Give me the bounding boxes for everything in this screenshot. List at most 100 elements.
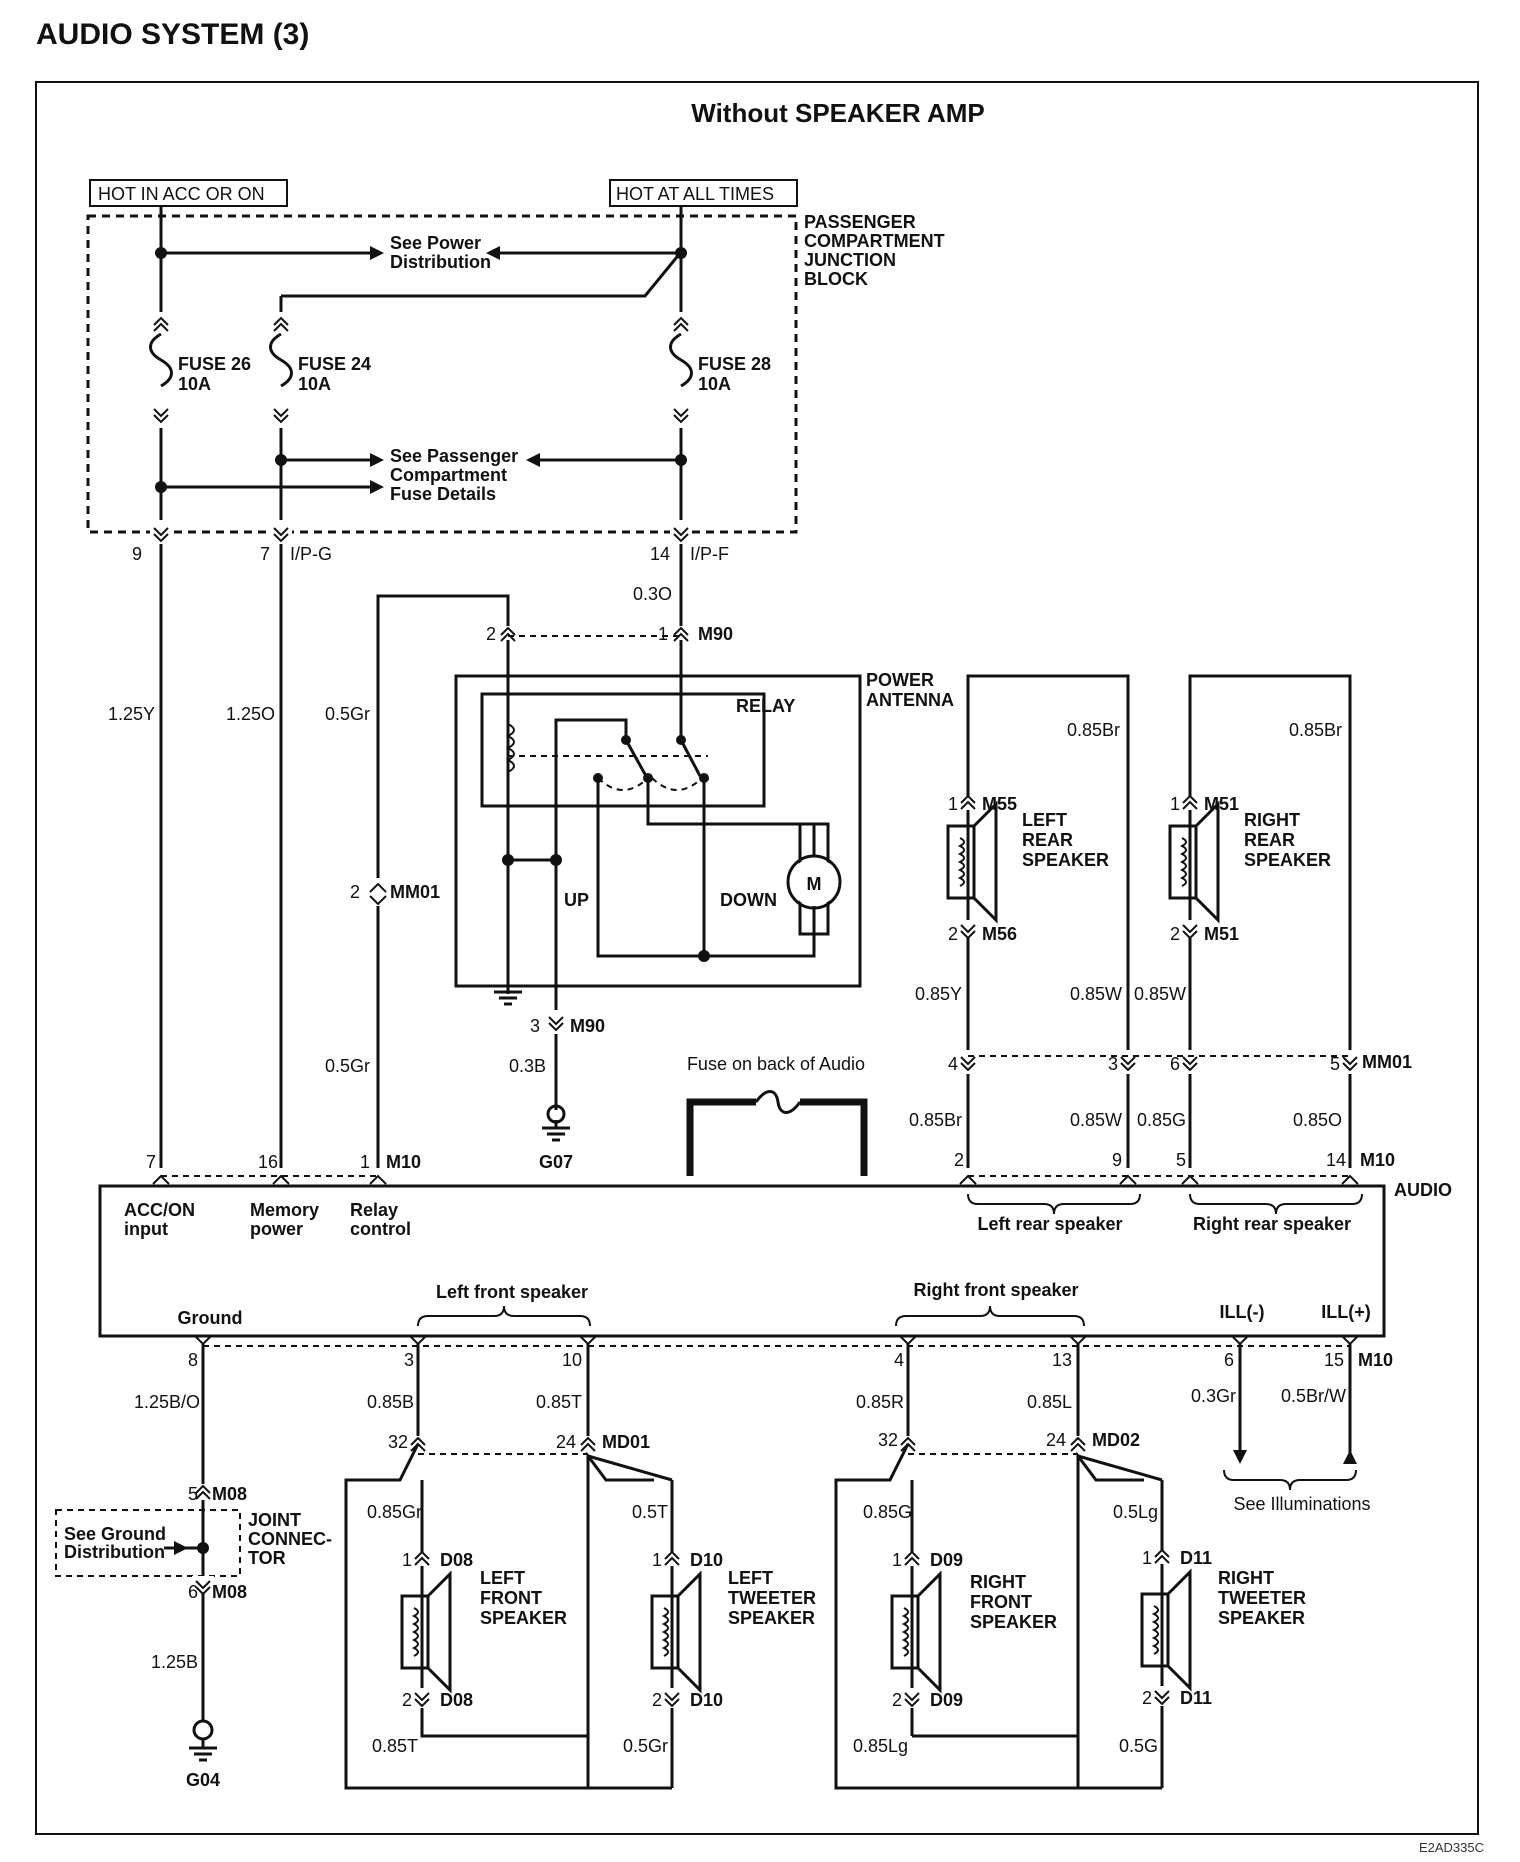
fuse-26: FUSE 26 10A xyxy=(149,312,251,428)
svg-text:2: 2 xyxy=(1170,924,1180,944)
pin-label: 2 xyxy=(892,1690,902,1710)
antenna-title-2: ANTENNA xyxy=(866,690,954,710)
left-tweeter-label-3: SPEAKER xyxy=(728,1608,815,1628)
pin-label: 10 xyxy=(562,1350,582,1370)
connector-label: D09 xyxy=(930,1690,963,1710)
wire-left-front-loop xyxy=(344,1443,654,1790)
wire-label: 0.85O xyxy=(1293,1110,1342,1130)
pin-label: 1 xyxy=(402,1550,412,1570)
svg-text:10A: 10A xyxy=(298,374,331,394)
pin-label: 2 xyxy=(652,1690,662,1710)
pin-label: 1 xyxy=(360,1152,370,1172)
bracket-icon xyxy=(967,1193,1141,1215)
connector-label: I/P-F xyxy=(690,544,729,564)
diagram-subtitle: Without SPEAKER AMP xyxy=(691,98,984,128)
power-antenna-box xyxy=(454,674,862,988)
audio-right-rear-label: Right rear speaker xyxy=(1193,1214,1351,1234)
pin-label: 2 xyxy=(1142,1688,1152,1708)
audio-acc-label-2: input xyxy=(124,1219,168,1239)
svg-text:FUSE 24: FUSE 24 xyxy=(298,354,371,374)
diagram-title: AUDIO SYSTEM (3) xyxy=(36,18,309,51)
pin-label: 2 xyxy=(350,882,360,902)
bracket-icon xyxy=(1223,1469,1357,1491)
joint-label-3: TOR xyxy=(248,1548,286,1568)
pin-label: 5 xyxy=(1176,1150,1186,1170)
pin-label: 9 xyxy=(1112,1150,1122,1170)
svg-text:M56: M56 xyxy=(982,924,1017,944)
wire-label: 0.85T xyxy=(372,1736,418,1756)
audio-relay-label-2: control xyxy=(350,1219,411,1239)
wire-label: 0.5Lg xyxy=(1113,1502,1158,1522)
relay-label: RELAY xyxy=(736,696,795,716)
wire-label: 1.25Y xyxy=(108,704,155,724)
down-label: DOWN xyxy=(720,890,777,910)
audio-label: AUDIO xyxy=(1394,1180,1452,1200)
svg-text:1: 1 xyxy=(948,794,958,814)
pin-label: 3 xyxy=(1108,1054,1118,1074)
audio-fuse-label: Fuse on back of Audio xyxy=(687,1054,865,1074)
wire-label: 0.85Gr xyxy=(367,1502,422,1522)
connector-label: D10 xyxy=(690,1690,723,1710)
bracket-icon xyxy=(895,1305,1085,1327)
svg-text:REAR: REAR xyxy=(1244,830,1295,850)
antenna-title-1: POWER xyxy=(866,670,934,690)
connector-label: M10 xyxy=(386,1152,421,1172)
svg-text:RIGHT: RIGHT xyxy=(1244,810,1300,830)
bracket-icon xyxy=(417,1305,591,1327)
wire-label: 0.3Gr xyxy=(1191,1386,1236,1406)
audio-ill-plus-label: ILL(+) xyxy=(1321,1302,1371,1322)
relay-switch-2 xyxy=(679,739,702,777)
left-rear-speaker-group: 0.85Br 1 M55 LEFT REAR SPEAKER 2 M56 0.8… xyxy=(915,674,1130,1178)
pin-label: 3 xyxy=(404,1350,414,1370)
pin-label: 1 xyxy=(658,624,668,644)
wire-label: 0.5Gr xyxy=(623,1736,668,1756)
wire-label: 0.85G xyxy=(863,1502,912,1522)
left-tweeter-label-1: LEFT xyxy=(728,1568,773,1588)
motor-icon xyxy=(786,854,842,910)
pin-label: 9 xyxy=(132,544,142,564)
arrow-up-icon xyxy=(1343,1450,1357,1464)
left-tweeter-label-2: TWEETER xyxy=(728,1588,816,1608)
ground-icon xyxy=(192,1719,214,1741)
connector-label: M08 xyxy=(212,1484,247,1504)
hot-acc-box xyxy=(89,179,288,207)
pin-label: 24 xyxy=(556,1432,576,1452)
connector-label: MD02 xyxy=(1092,1430,1140,1450)
joint-connector-ref xyxy=(55,1509,241,1577)
wire-right-tweeter-feed xyxy=(1077,1454,1163,1482)
fuse-ref-2: Compartment xyxy=(390,465,507,485)
bracket-icon xyxy=(1189,1193,1363,1215)
speaker-icon xyxy=(890,1572,942,1692)
svg-text:0.85W: 0.85W xyxy=(1134,984,1186,1004)
speaker-icon xyxy=(1168,802,1220,922)
connector-label: MM01 xyxy=(390,882,440,902)
svg-text:2: 2 xyxy=(948,924,958,944)
pin-label: 32 xyxy=(878,1430,898,1450)
hot-always-box xyxy=(609,179,798,207)
pin-label: 6 xyxy=(1170,1054,1180,1074)
audio-left-front-label: Left front speaker xyxy=(436,1282,588,1302)
right-tweeter-label-1: RIGHT xyxy=(1218,1568,1274,1588)
junction-label-3: JUNCTION xyxy=(804,250,896,270)
audio-ill-minus-label: ILL(-) xyxy=(1220,1302,1265,1322)
wire-relay-internal xyxy=(554,718,628,860)
arrow-icon xyxy=(370,480,384,494)
arrow-down-icon xyxy=(1233,1450,1247,1464)
arrow-icon xyxy=(526,453,540,467)
pin-label: 4 xyxy=(894,1350,904,1370)
pin-label: 32 xyxy=(388,1432,408,1452)
pin-label: 4 xyxy=(948,1054,958,1074)
connector-label: M90 xyxy=(570,1016,605,1036)
fuse-ref-3: Fuse Details xyxy=(390,484,496,504)
right-front-speaker-label-2: FRONT xyxy=(970,1592,1032,1612)
figure-code: E2AD335C xyxy=(1419,1840,1484,1855)
up-label: UP xyxy=(564,890,589,910)
joint-label-1: JOINT xyxy=(248,1510,301,1530)
wire-label: 0.85G xyxy=(1137,1110,1186,1130)
connector-label: I/P-G xyxy=(290,544,332,564)
svg-text:10A: 10A xyxy=(178,374,211,394)
connector-label: D11 xyxy=(1180,1688,1212,1708)
arrow-icon xyxy=(370,246,384,260)
connector-label: D09 xyxy=(930,1550,963,1570)
speaker-icon xyxy=(1140,1570,1192,1690)
